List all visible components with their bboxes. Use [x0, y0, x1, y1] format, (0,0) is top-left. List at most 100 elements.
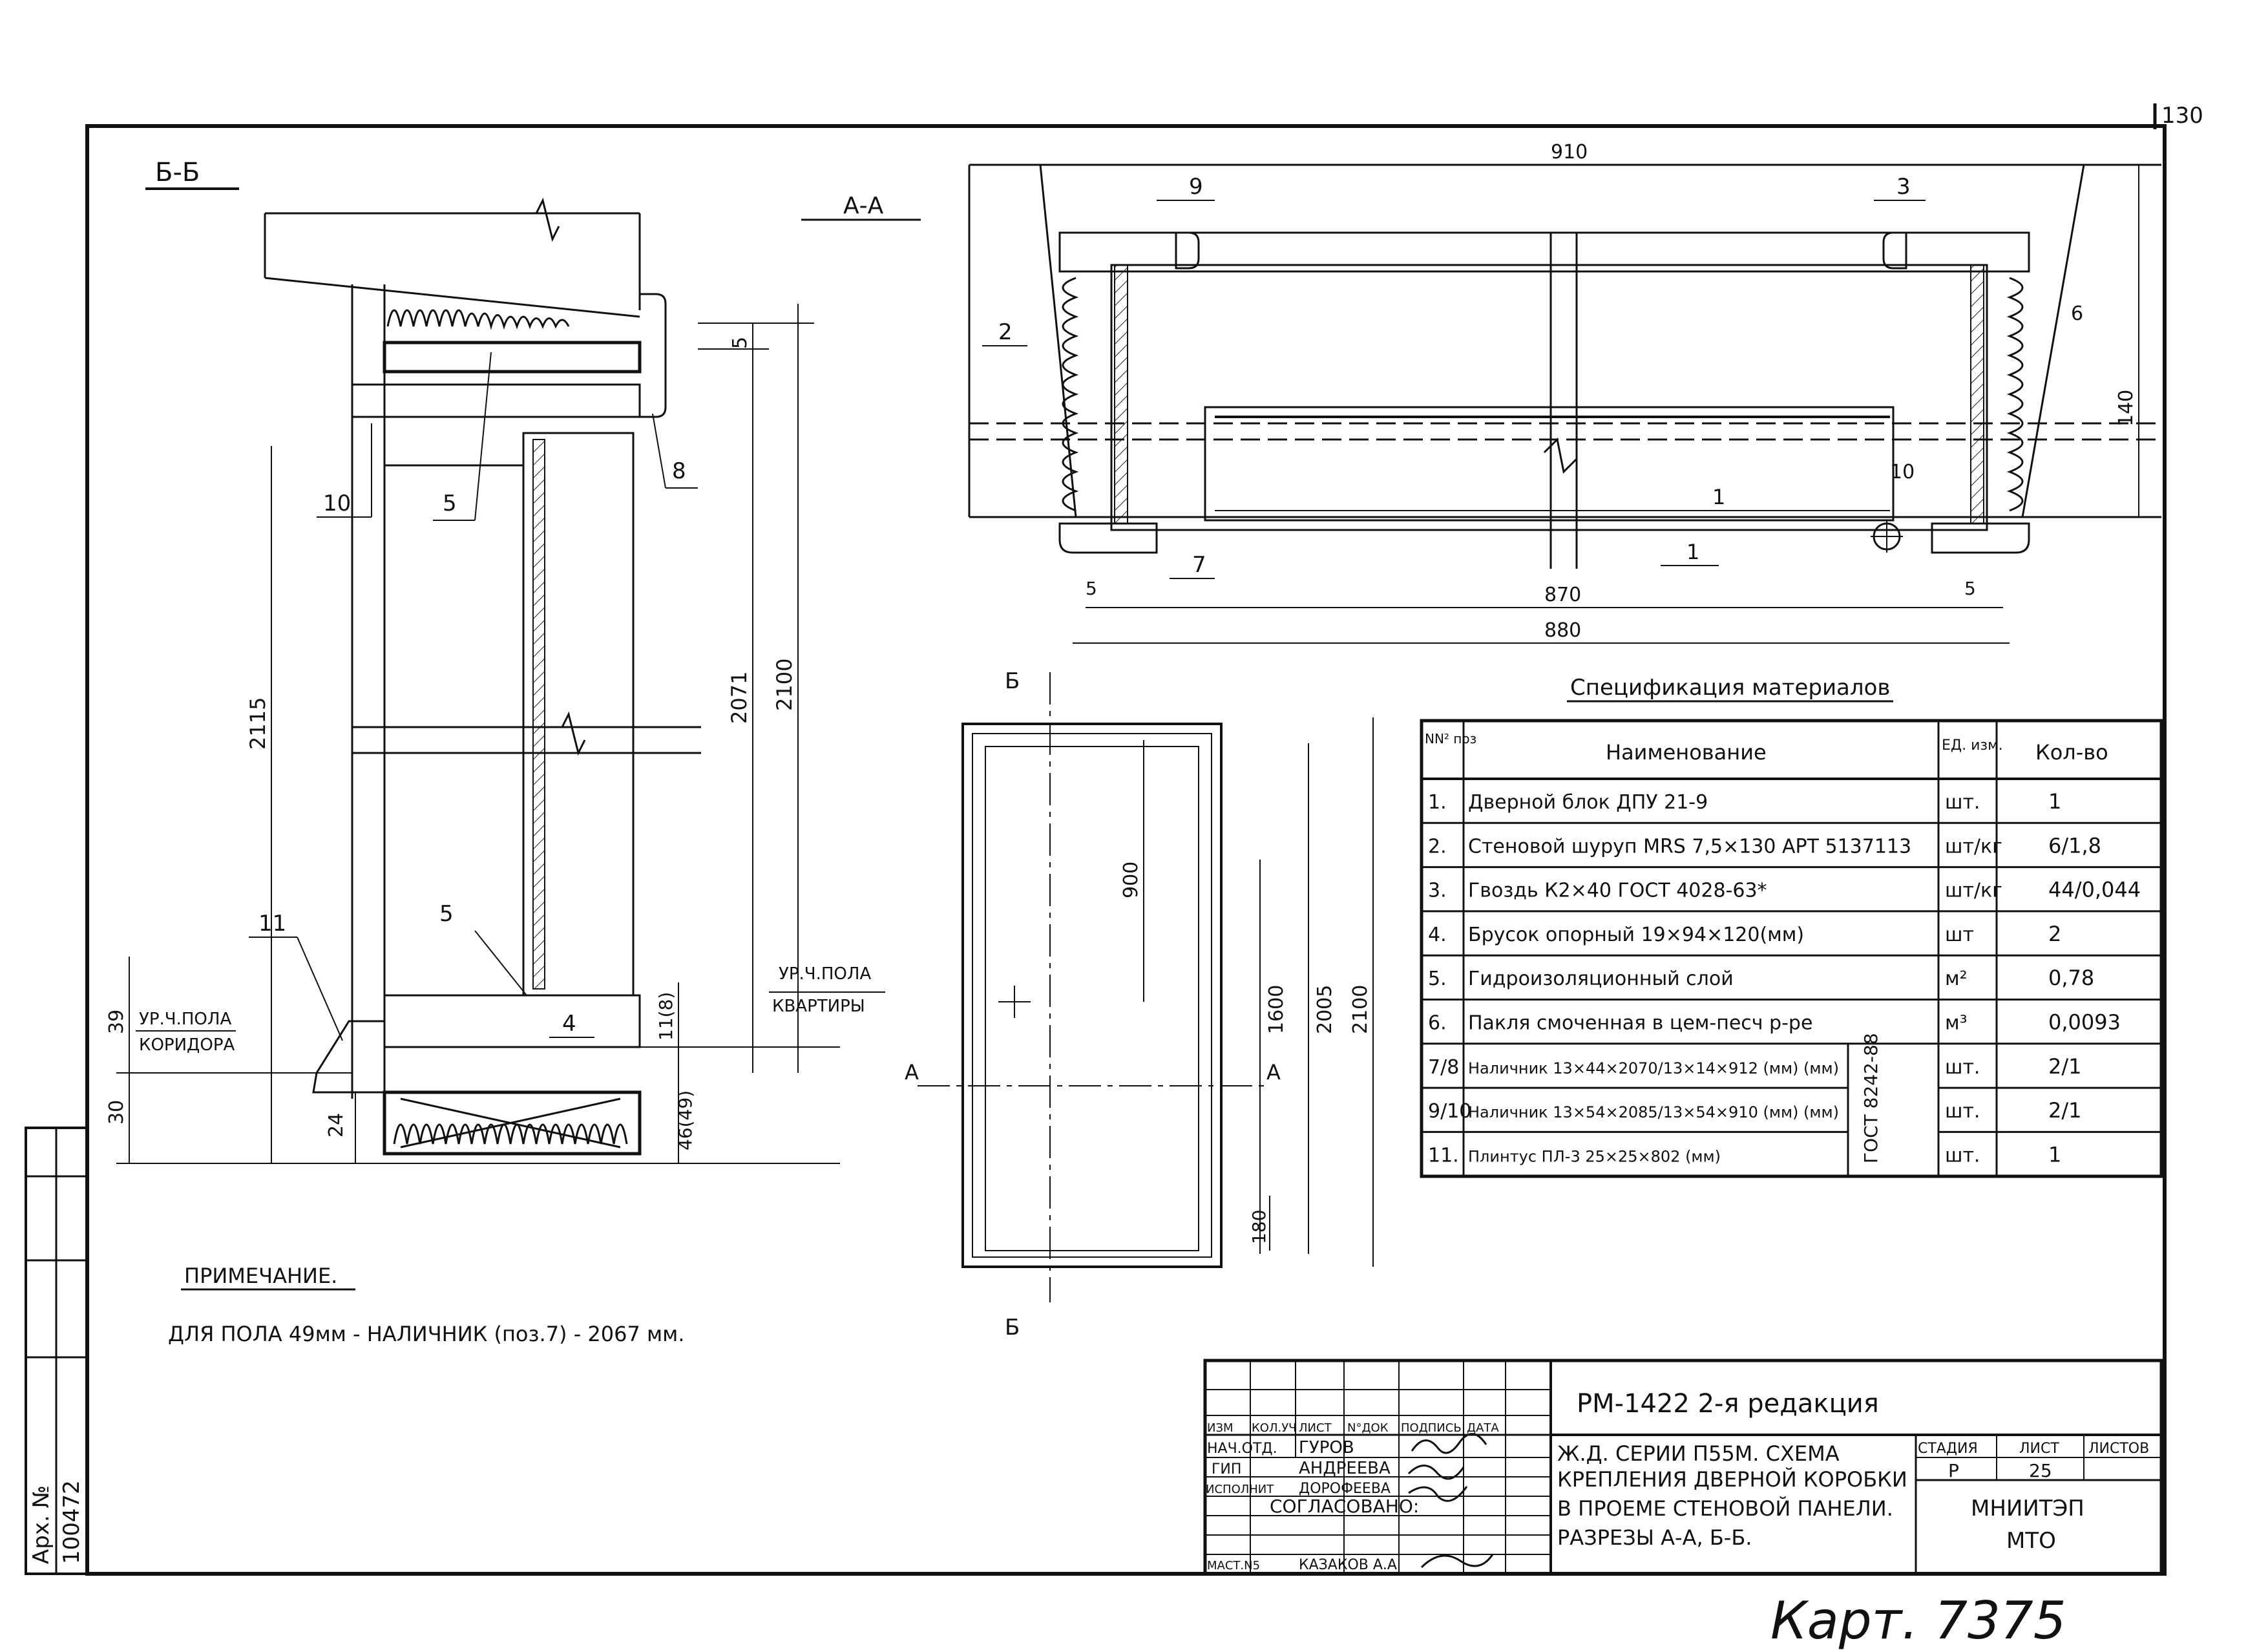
section-aa-title: А-А: [843, 193, 884, 219]
tb-stage-h: СТАДИЯ: [1918, 1441, 1978, 1457]
spec-row-4-qty: 2: [2048, 922, 2061, 946]
spec-row-3-name: Гвоздь К2×40 ГОСТ 4028-63*: [1468, 880, 1767, 902]
aa-callout-2: 2: [998, 319, 1013, 345]
spec-table: Спецификация материалов NN² поз Наименов…: [1420, 675, 2163, 1178]
aa-dim-5r: 5: [1964, 578, 1976, 599]
bb-dim-24: 24: [325, 1113, 348, 1138]
tb-desc-4: РАЗРЕЗЫ А-А, Б-Б.: [1557, 1525, 1752, 1550]
bb-dim-2115: 2115: [246, 697, 270, 750]
elev-dim-2005: 2005: [1314, 985, 1336, 1034]
spec-row-8-name: Наличник 13×54×2085/13×54×910 (мм) (мм): [1468, 1103, 1839, 1121]
tb-listov-h: ЛИСТОВ: [2088, 1441, 2149, 1457]
spec-row-6-name: Пакля смоченная в цем-песч р-ре: [1468, 1012, 1812, 1035]
section-bb: Б-Б 1: [105, 158, 885, 1164]
spec-row-7-qty: 2/1: [2048, 1054, 2082, 1079]
spec-row-2-unit: шт/кг: [1945, 835, 2002, 858]
tb-col-izm: ИЗМ: [1207, 1421, 1234, 1435]
elev-marker-bottom: Б: [1005, 1315, 1020, 1340]
spec-row-6-pos: 6.: [1428, 1012, 1447, 1035]
tb-name-mast: КАЗАКОВ А.А: [1299, 1557, 1397, 1573]
spec-row-8-qty: 2/1: [2048, 1098, 2082, 1123]
bb-callout-4: 4: [562, 1011, 576, 1037]
elev-dim-900: 900: [1120, 862, 1142, 898]
bb-floor-apt-1: УР.Ч.ПОЛА: [779, 964, 871, 984]
elev-marker-top: Б: [1005, 668, 1020, 694]
bb-dim-5: 5: [729, 337, 751, 349]
side-stamp: Арх. № 100472: [25, 1127, 89, 1575]
spec-row-1-pos: 1.: [1428, 791, 1447, 814]
spec-row-2-qty: 6/1,8: [2048, 833, 2101, 858]
spec-row-6-unit: м³: [1945, 1012, 1968, 1035]
page-number: 130: [2161, 103, 2203, 129]
spec-row-2-name: Стеновой шуруп MRS 7,5×130 АРТ 5137113: [1468, 835, 1911, 858]
spec-header-qty: Кол-во: [2035, 740, 2108, 765]
aa-dim-140: 140: [2115, 390, 2137, 427]
note-text: ДЛЯ ПОЛА 49мм - НАЛИЧНИК (поз.7) - 2067 …: [168, 1322, 684, 1346]
elev-dim-2100: 2100: [1349, 985, 1372, 1034]
spec-row-9-qty: 1: [2048, 1142, 2061, 1167]
elev-marker-left: А: [905, 1060, 919, 1085]
title-block: РМ-1422 2-я редакция ИЗМ КОЛ.УЧ ЛИСТ N°Д…: [1203, 1359, 2163, 1576]
spec-row-8-unit: шт.: [1945, 1100, 1980, 1123]
bb-floor-corridor-2: КОРИДОРА: [139, 1035, 235, 1055]
section-aa: А-А 9 3: [801, 141, 2161, 644]
spec-header-unit: ЕД. изм.: [1942, 737, 2003, 754]
spec-row-1-qty: 1: [2048, 789, 2061, 814]
spec-row-1-unit: шт.: [1945, 791, 1980, 814]
aa-dim-870: 870: [1544, 584, 1581, 606]
tb-org-2: МТО: [2006, 1528, 2056, 1554]
spec-row-8-pos: 9/10: [1428, 1100, 1471, 1123]
bb-callout-8: 8: [672, 458, 686, 484]
aa-callout-10: 10: [1890, 461, 1915, 483]
tb-name-gip: АНДРЕЕВА: [1299, 1459, 1391, 1478]
aa-dim-5l: 5: [1086, 578, 1097, 599]
tb-soglas: СОГЛАСОВАНО:: [1270, 1496, 1419, 1517]
spec-title: Спецификация материалов: [1570, 675, 1890, 701]
bb-dim-39: 39: [105, 1010, 128, 1034]
spec-row-5-pos: 5.: [1428, 968, 1447, 990]
tb-list-h: ЛИСТ: [2019, 1441, 2059, 1457]
note-title: ПРИМЕЧАНИЕ.: [184, 1264, 337, 1288]
tb-role-mast: МАСТ.N5: [1207, 1559, 1260, 1573]
aa-dim-880: 880: [1544, 619, 1581, 642]
side-stamp-line-2: 100472: [59, 1480, 85, 1564]
aa-callout-9: 9: [1189, 174, 1203, 200]
bb-callout-10: 10: [323, 491, 351, 516]
tb-name-nach: ГУРОВ: [1299, 1438, 1354, 1457]
bb-floor-apt-2: КВАРТИРЫ: [772, 997, 865, 1016]
tb-org-1: МНИИТЭП: [1971, 1496, 2084, 1521]
spec-row-3-qty: 44/0,044: [2048, 878, 2141, 902]
tb-col-list: ЛИСТ: [1299, 1421, 1332, 1435]
handwritten-card-number: Карт. 7375: [1770, 1591, 2066, 1649]
tb-stage: Р: [1948, 1460, 1959, 1481]
tb-desc-1: Ж.Д. СЕРИИ П55М. СХЕМА: [1557, 1441, 1840, 1466]
door-elevation: Б Б А А 900 1600 2005 2100 180: [905, 668, 1374, 1340]
tb-desc-2: КРЕПЛЕНИЯ ДВЕРНОЙ КОРОБКИ: [1557, 1467, 1907, 1492]
spec-row-5-name: Гидроизоляционный слой: [1468, 968, 1734, 990]
bb-callout-5a: 5: [443, 491, 457, 516]
tb-role-gip: ГИП: [1212, 1461, 1241, 1477]
spec-row-5-qty: 0,78: [2048, 966, 2094, 990]
tb-role-nach: НАЧ.ОТД.: [1207, 1441, 1277, 1457]
elev-marker-right: А: [1266, 1060, 1281, 1085]
spec-row-6-qty: 0,0093: [2048, 1010, 2121, 1035]
spec-row-2-pos: 2.: [1428, 835, 1447, 858]
bb-dim-11: 11(8): [655, 992, 677, 1041]
spec-row-5-unit: м²: [1945, 968, 1968, 990]
spec-row-3-pos: 3.: [1428, 880, 1447, 902]
section-bb-title: Б-Б: [155, 158, 200, 187]
sheet-frame: 130: [85, 103, 2203, 1576]
aa-callout-3: 3: [1896, 174, 1911, 200]
elev-dim-180: 180: [1248, 1210, 1270, 1244]
spec-row-4-unit: шт: [1945, 924, 1974, 946]
tb-list: 25: [2029, 1460, 2052, 1481]
spec-row-9-unit: шт.: [1945, 1144, 1980, 1167]
tb-col-podpis: ПОДПИСЬ: [1401, 1421, 1462, 1435]
note: ПРИМЕЧАНИЕ. ДЛЯ ПОЛА 49мм - НАЛИЧНИК (по…: [168, 1264, 684, 1346]
spec-header-pos: NN² поз: [1425, 731, 1476, 747]
bb-callout-11: 11: [258, 911, 286, 937]
bb-dim-46: 46(49): [675, 1090, 696, 1150]
tb-desc-3: В ПРОЕМЕ СТЕНОВОЙ ПАНЕЛИ.: [1557, 1496, 1893, 1521]
